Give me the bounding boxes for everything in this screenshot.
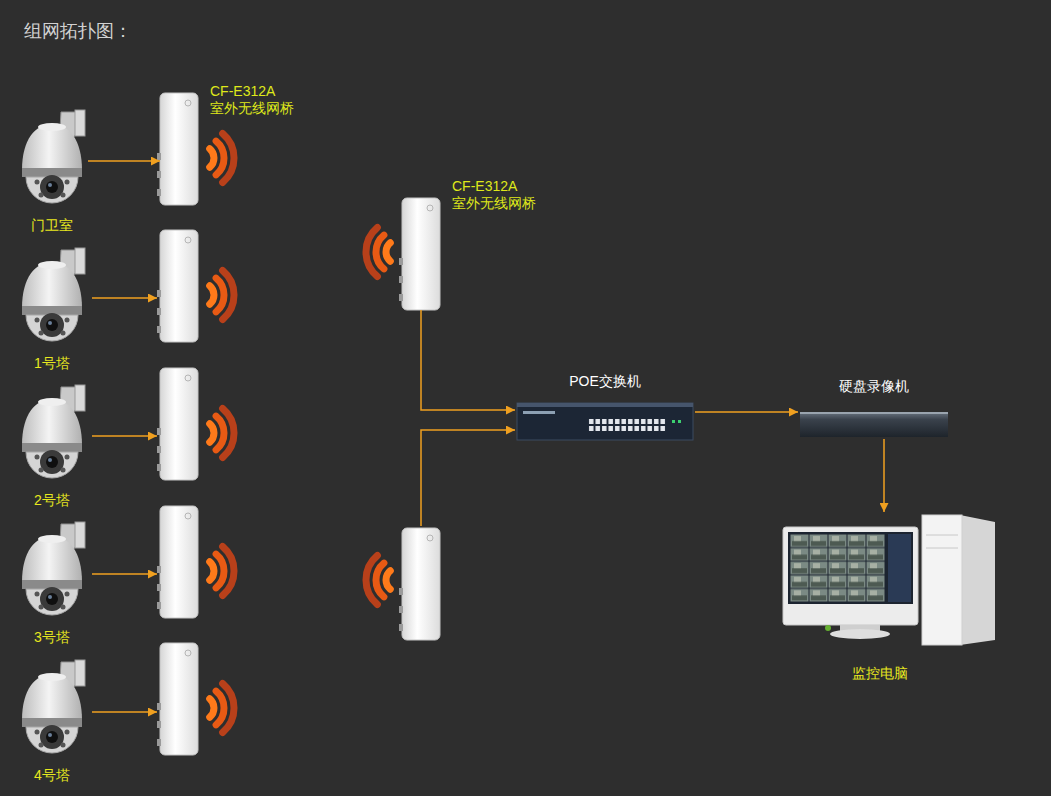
connector-arrow bbox=[883, 439, 885, 512]
computer-icon bbox=[783, 515, 995, 645]
camera-icon bbox=[22, 385, 85, 478]
node-label: CF-E312A 室外无线网桥 bbox=[210, 83, 306, 117]
switch-body bbox=[517, 403, 693, 440]
camera-node: 3号塔 bbox=[16, 520, 88, 646]
camera-node: 2号塔 bbox=[16, 383, 88, 509]
bridge-icon bbox=[399, 198, 440, 310]
screen-panel bbox=[888, 534, 911, 602]
switch-led bbox=[672, 420, 675, 423]
connector-arrow bbox=[88, 160, 160, 162]
arrow-wire bbox=[92, 297, 157, 299]
diagram-title: 组网拓扑图： bbox=[24, 19, 132, 43]
tower-front bbox=[922, 515, 962, 645]
signal-waves bbox=[366, 556, 390, 605]
switch-icon bbox=[517, 403, 693, 440]
video-tiles bbox=[790, 534, 885, 602]
recorder-node: 硬盘录像机 bbox=[798, 377, 950, 439]
signal-waves bbox=[366, 228, 390, 277]
connector-arrow bbox=[421, 310, 515, 410]
bridge-node: CF-E312A 室外无线网桥 bbox=[402, 198, 440, 310]
arrow-wires bbox=[92, 298, 515, 712]
tower-bay bbox=[926, 548, 958, 549]
arrow-wire bbox=[421, 430, 515, 526]
node-label: POE交换机 bbox=[569, 372, 641, 390]
signal-waves bbox=[210, 409, 234, 458]
camera-node: 门卫室 bbox=[16, 108, 88, 234]
monitor-frame bbox=[783, 527, 918, 625]
connector-arrow bbox=[695, 411, 798, 413]
camera-node: 1号塔 bbox=[16, 246, 88, 372]
switch-led bbox=[678, 420, 681, 423]
arrow-wire bbox=[92, 435, 157, 437]
arrow-wire bbox=[92, 711, 157, 713]
signal-waves bbox=[210, 134, 234, 183]
signal-waves bbox=[210, 684, 234, 733]
recorder-edge bbox=[800, 412, 948, 414]
node-label: CF-E312A 室外无线网桥 bbox=[452, 178, 548, 212]
node-label: 2号塔 bbox=[34, 491, 70, 509]
bridge-icon bbox=[399, 528, 440, 640]
camera-icon bbox=[22, 660, 85, 753]
monitor-screen bbox=[788, 532, 913, 604]
node-label: 4号塔 bbox=[34, 766, 70, 784]
camera-icon bbox=[22, 522, 85, 615]
bridge-icon bbox=[157, 643, 198, 755]
node-label: 监控电脑 bbox=[852, 664, 908, 682]
bridge-icon bbox=[157, 506, 198, 618]
computer-node: 监控电脑 bbox=[770, 512, 990, 682]
camera-icon bbox=[22, 110, 85, 203]
camera-icon bbox=[22, 248, 85, 341]
camera-node: 4号塔 bbox=[16, 658, 88, 784]
bridge-icon bbox=[157, 93, 198, 205]
switch-top bbox=[517, 403, 693, 407]
node-label: 1号塔 bbox=[34, 354, 70, 372]
switch-badge bbox=[523, 411, 555, 414]
recorder-body bbox=[800, 412, 948, 437]
signal-waves bbox=[210, 547, 234, 596]
bridge-node: CF-E312A 室外无线网桥 bbox=[160, 93, 198, 205]
signal-waves bbox=[210, 271, 234, 320]
tower-bay bbox=[926, 535, 958, 536]
tower-side bbox=[960, 515, 995, 645]
switch-ports bbox=[588, 418, 666, 432]
switch-node: POE交换机 bbox=[515, 372, 695, 442]
arrow-wire bbox=[92, 573, 157, 575]
bridge-icon bbox=[157, 368, 198, 480]
recorder-icon bbox=[800, 412, 948, 437]
monitor-base bbox=[830, 629, 890, 639]
bridge-icon bbox=[157, 230, 198, 342]
node-label: 硬盘录像机 bbox=[839, 377, 909, 395]
power-light bbox=[825, 625, 831, 631]
node-label: 门卫室 bbox=[31, 216, 73, 234]
node-label: 3号塔 bbox=[34, 628, 70, 646]
